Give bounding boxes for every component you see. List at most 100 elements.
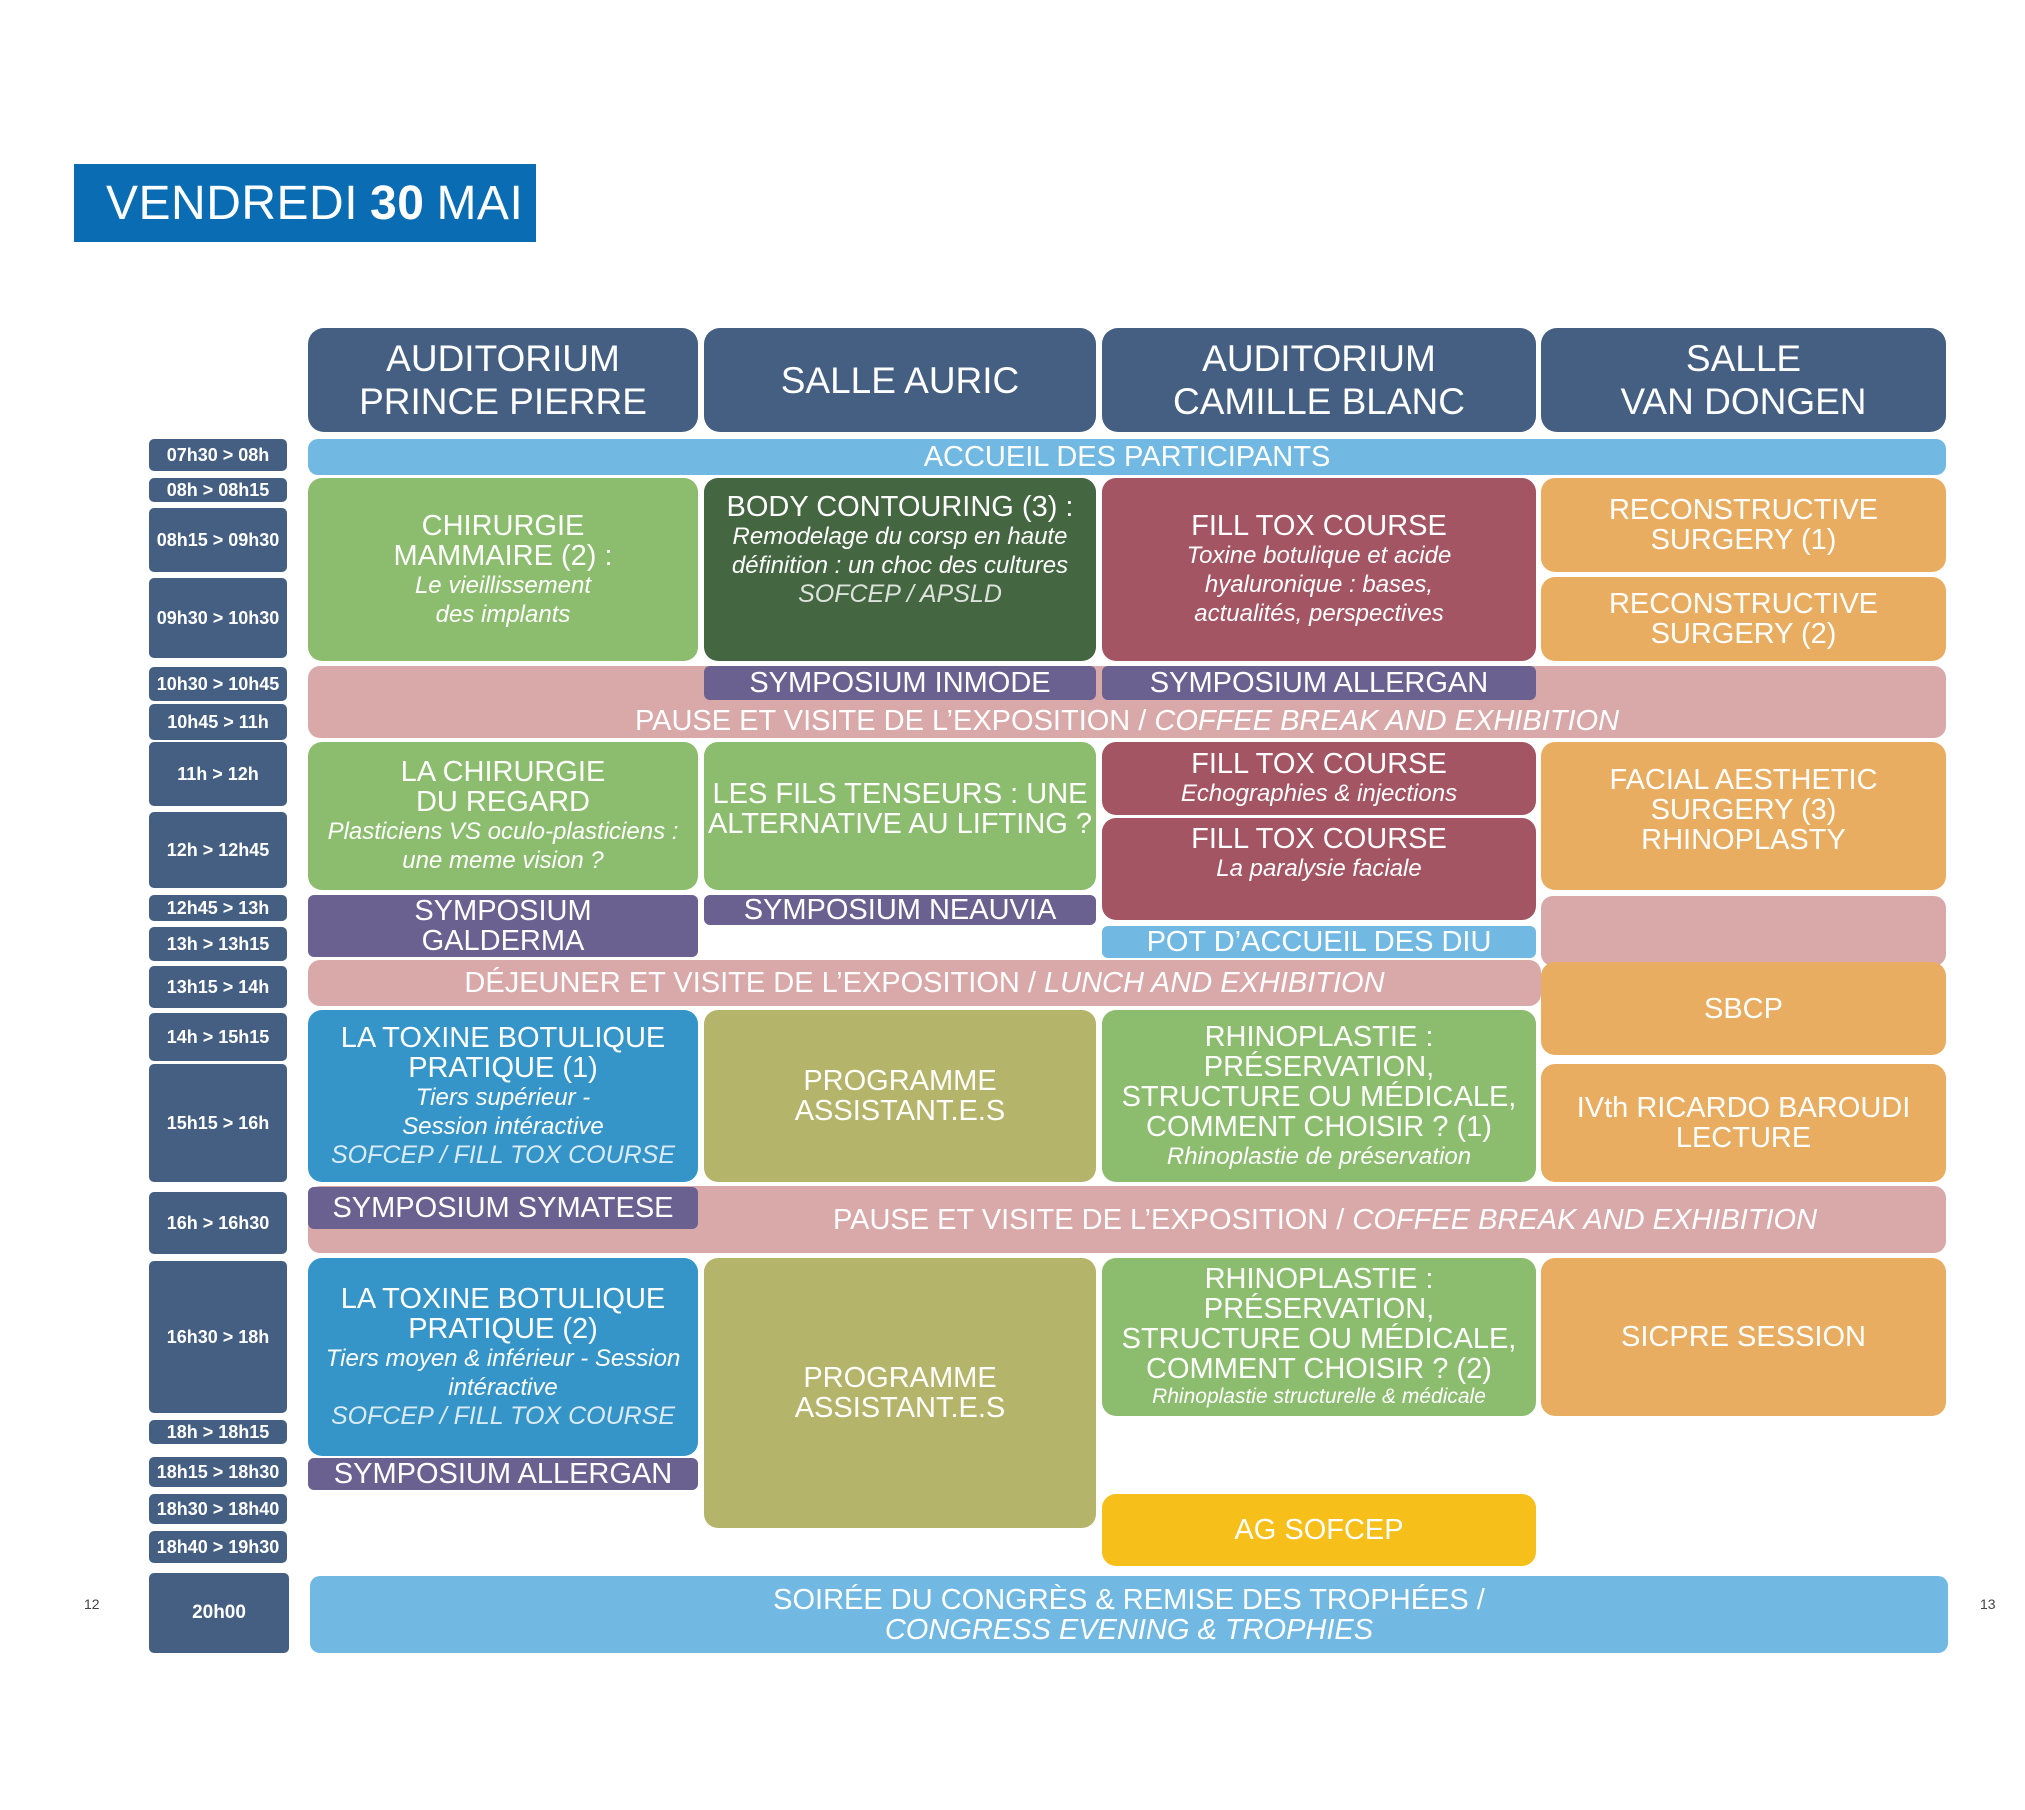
room-line: CAMILLE BLANC <box>1173 381 1465 422</box>
session-toxine-1: LA TOXINE BOTULIQUE PRATIQUE (1) Tiers s… <box>308 1010 698 1182</box>
pause-text-en: COFFEE BREAK AND EXHIBITION <box>1154 705 1620 737</box>
block-title: SYMPOSIUM ALLERGAN <box>1149 667 1489 699</box>
day-name: VENDREDI <box>106 176 359 230</box>
block-subtitle: Toxine botulique et acide <box>1186 542 1452 569</box>
time-slot: 18h15 > 18h30 <box>149 1457 287 1487</box>
block-subtitle: une meme vision ? <box>402 847 604 874</box>
block-title: LA TOXINE BOTULIQUE <box>340 1282 666 1315</box>
session-chirurgie-regard: LA CHIRURGIE DU REGARD Plasticiens VS oc… <box>308 742 698 890</box>
time-slot: 12h > 12h45 <box>149 812 287 888</box>
time-slot: 09h30 > 10h30 <box>149 578 287 658</box>
block-title: PROGRAMME ASSISTANT.E.S <box>794 1362 1006 1424</box>
time-slot: 08h > 08h15 <box>149 478 287 502</box>
lunch-band <box>308 960 1541 1006</box>
room-line: VAN DONGEN <box>1620 381 1867 422</box>
time-slot: 11h > 12h <box>149 742 287 806</box>
block-title: LES FILS TENSEURS : UNE <box>712 778 1088 810</box>
session-fill-tox-3: FILL TOX COURSE La paralysie faciale <box>1102 818 1536 920</box>
block-title: LA TOXINE BOTULIQUE <box>340 1021 666 1054</box>
month-name: MAI <box>436 176 524 230</box>
room-line: PRINCE PIERRE <box>359 381 647 422</box>
time-slot: 13h > 13h15 <box>149 927 287 961</box>
block-title: GALDERMA <box>421 925 585 957</box>
room-header-prince-pierre: AUDITORIUM PRINCE PIERRE <box>308 328 698 432</box>
block-title: RECONSTRUCTIVE <box>1608 588 1879 620</box>
session-programme-assistants-2: PROGRAMME ASSISTANT.E.S <box>704 1258 1096 1528</box>
day-number: 30 <box>370 176 425 230</box>
block-subtitle: hyaluronique : bases, <box>1204 571 1434 598</box>
block-title: PROGRAMME ASSISTANT.E.S <box>794 1065 1006 1127</box>
block-title: FACIAL AESTHETIC <box>1609 764 1878 796</box>
accueil-block: ACCUEIL DES PARTICIPANTS <box>308 439 1946 475</box>
pause-label-2: PAUSE ET VISITE DE L’EXPOSITION / COFFEE… <box>704 1186 1946 1253</box>
time-slot: 13h15 > 14h <box>149 966 287 1008</box>
room-header-auric: SALLE AURIC <box>704 328 1096 432</box>
session-sicpre: SICPRE SESSION <box>1541 1258 1946 1416</box>
session-rhinoplastie-1: RHINOPLASTIE : PRÉSERVATION, STRUCTURE O… <box>1102 1010 1536 1182</box>
time-slot: 18h40 > 19h30 <box>149 1531 287 1563</box>
session-fill-tox-1: FILL TOX COURSE Toxine botulique et acid… <box>1102 478 1536 661</box>
block-subtitle: Le vieillissement <box>414 571 592 599</box>
session-facial-aesthetic: FACIAL AESTHETIC SURGERY (3) RHINOPLASTY <box>1541 742 1946 890</box>
block-title: CHIRURGIE <box>421 509 585 542</box>
session-baroudi-lecture: IVth RICARDO BAROUDI LECTURE <box>1541 1064 1946 1182</box>
block-title: FILL TOX COURSE <box>1191 823 1447 855</box>
time-slot: 08h15 > 09h30 <box>149 508 287 572</box>
block-title: AG SOFCEP <box>1234 1514 1404 1546</box>
session-reconstructive-1: RECONSTRUCTIVE SURGERY (1) <box>1541 478 1946 572</box>
block-title: SBCP <box>1704 992 1783 1025</box>
session-body-contouring: BODY CONTOURING (3) : Remodelage du cors… <box>704 478 1096 661</box>
time-slot: 16h30 > 18h <box>149 1261 287 1413</box>
block-title: SYMPOSIUM NEAUVIA <box>743 894 1057 926</box>
block-title: PRÉSERVATION, <box>1203 1050 1435 1083</box>
block-title: SYMPOSIUM INMODE <box>749 667 1051 699</box>
block-title: LECTURE <box>1675 1122 1812 1154</box>
session-fils-tenseurs: LES FILS TENSEURS : UNE ALTERNATIVE AU L… <box>704 742 1096 890</box>
time-slot: 15h15 > 16h <box>149 1064 287 1182</box>
block-title: RHINOPLASTIE : <box>1204 1263 1434 1295</box>
session-reconstructive-2: RECONSTRUCTIVE SURGERY (2) <box>1541 577 1946 661</box>
block-subtitle: actualités, perspectives <box>1194 600 1444 627</box>
block-title: SICPRE SESSION <box>1621 1321 1866 1353</box>
room-line: AUDITORIUM <box>386 338 620 379</box>
pause-label-1: PAUSE ET VISITE DE L’EXPOSITION / COFFEE… <box>308 704 1946 738</box>
block-subtitle: Tiers supérieur - <box>415 1083 591 1111</box>
time-slot: 18h > 18h15 <box>149 1420 287 1444</box>
block-subtitle: La paralysie faciale <box>1216 855 1422 882</box>
block-title: RHINOPLASTIE : <box>1204 1020 1434 1053</box>
block-title: COMMENT CHOISIR ? (1) <box>1146 1110 1492 1143</box>
session-toxine-2: LA TOXINE BOTULIQUE PRATIQUE (2) Tiers m… <box>308 1258 698 1456</box>
session-sbcp: SBCP <box>1541 962 1946 1055</box>
block-subtitle: des implants <box>435 600 571 628</box>
symposium-inmode: SYMPOSIUM INMODE <box>704 666 1096 700</box>
block-subtitle: Session intéractive <box>402 1112 604 1140</box>
block-title: DU REGARD <box>415 786 590 818</box>
time-slot: 20h00 <box>149 1573 289 1653</box>
room-line: SALLE <box>1685 338 1802 379</box>
block-title: SOIRÉE DU CONGRÈS & REMISE DES TROPHÉES … <box>773 1583 1485 1616</box>
block-subtitle: Rhinoplastie de préservation <box>1166 1142 1472 1170</box>
lunch-text-en: LUNCH AND EXHIBITION <box>1044 967 1385 999</box>
block-subtitle: Echographies & injections <box>1180 780 1458 807</box>
block-subtitle: Rhinoplastie structurelle & médicale <box>1152 1385 1486 1408</box>
block-title: POT D’ACCUEIL DES DIU <box>1146 926 1492 958</box>
block-subtitle: définition : un choc des cultures <box>731 552 1069 579</box>
time-slot: 18h30 > 18h40 <box>149 1494 287 1524</box>
block-title: PRÉSERVATION, <box>1203 1293 1435 1325</box>
symposium-neauvia: SYMPOSIUM NEAUVIA <box>704 895 1096 925</box>
room-header-camille-blanc: AUDITORIUM CAMILLE BLANC <box>1102 328 1536 432</box>
block-title: SYMPOSIUM <box>414 895 592 927</box>
lunch-text: DÉJEUNER ET VISITE DE L’EXPOSITION / <box>464 967 1045 999</box>
pause-band <box>1541 896 1946 966</box>
block-organizer: SOFCEP / FILL TOX COURSE <box>330 1401 676 1430</box>
session-programme-assistants-1: PROGRAMME ASSISTANT.E.S <box>704 1010 1096 1182</box>
symposium-symatese: SYMPOSIUM SYMATESE <box>308 1187 698 1229</box>
block-title: SURGERY (2) <box>1650 618 1837 650</box>
block-title: COMMENT CHOISIR ? (2) <box>1146 1353 1492 1385</box>
block-title: MAMMAIRE (2) : <box>393 539 613 572</box>
block-title: LA CHIRURGIE <box>400 756 606 788</box>
session-chirurgie-mammaire: CHIRURGIE MAMMAIRE (2) : Le vieillisseme… <box>308 478 698 661</box>
block-subtitle: intéractive <box>448 1373 558 1401</box>
time-slot: 16h > 16h30 <box>149 1192 287 1254</box>
pot-accueil-diu: POT D’ACCUEIL DES DIU <box>1102 926 1536 958</box>
